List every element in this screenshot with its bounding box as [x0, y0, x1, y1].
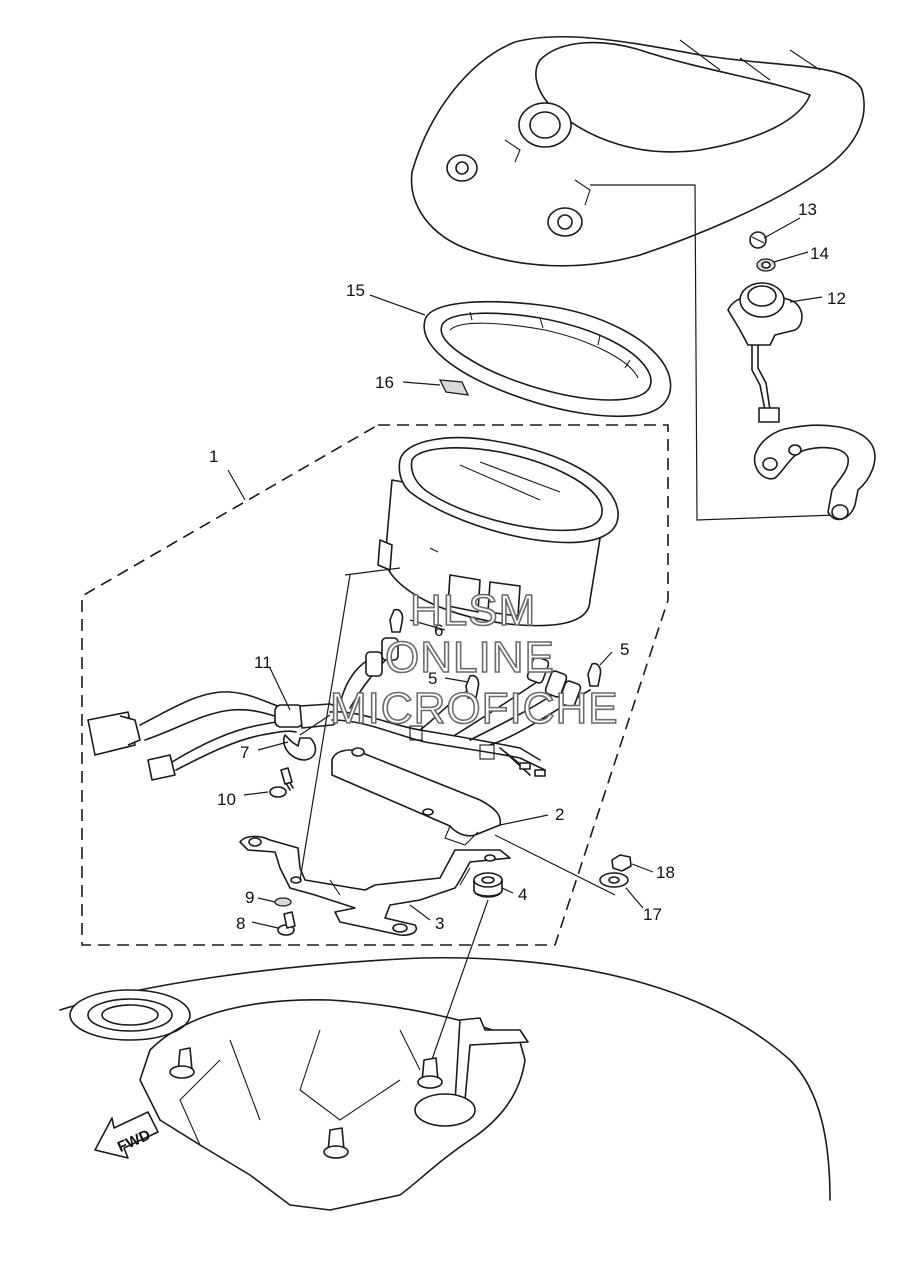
- callout-5b: 5: [620, 640, 629, 659]
- bracket-plate: [331, 747, 502, 846]
- watermark-line-3: MICROFICHE: [330, 684, 619, 733]
- grommet: [473, 872, 503, 898]
- callout-3: 3: [435, 914, 444, 933]
- leader-line-bracket: [299, 574, 351, 881]
- nut-and-washer: [599, 854, 632, 888]
- headlight-cover: [410, 35, 865, 267]
- callout-11: 11: [254, 653, 272, 672]
- clamp-and-screws: [269, 734, 317, 936]
- callout-1: 1: [209, 447, 218, 466]
- fuel-tank: [59, 956, 831, 1211]
- callout-4: 4: [518, 885, 527, 904]
- callout-leaders: [227, 217, 823, 929]
- watermark-line-2: ONLINE: [385, 633, 555, 682]
- leader-line-meter: [344, 567, 401, 576]
- routing-line-switch: [590, 184, 837, 521]
- callout-8: 8: [236, 914, 245, 933]
- wiring-harness: [87, 608, 602, 781]
- meter-ring: [423, 300, 672, 418]
- watermark-line-1: HLSM: [410, 586, 536, 635]
- meter-body: [377, 436, 619, 627]
- leader-line-clamp: [299, 714, 331, 736]
- callout-12: 12: [827, 289, 846, 308]
- callout-13: 13: [798, 200, 817, 219]
- watermark: HLSM ONLINE MICROFICHE: [329, 585, 619, 734]
- switch-assembly: [727, 231, 876, 521]
- fwd-arrow-icon: FWD: [94, 1111, 159, 1159]
- callout-7: 7: [240, 743, 249, 762]
- callout-9: 9: [245, 888, 254, 907]
- callout-15: 15: [346, 281, 365, 300]
- stay-bracket: [239, 835, 511, 936]
- callout-10: 10: [217, 790, 236, 809]
- callout-6: 6: [434, 621, 443, 640]
- leader-line-grommet: [429, 899, 489, 1066]
- callout-14: 14: [810, 244, 829, 263]
- callout-labels: 1 2 3 4 5 5 6 7 8 9 10 11 12 13 14 15 16…: [209, 200, 846, 933]
- callout-5a: 5: [428, 669, 437, 688]
- callout-17: 17: [643, 905, 662, 924]
- callout-16: 16: [375, 373, 394, 392]
- leader-line-washer: [494, 834, 616, 896]
- assembly-boundary: [81, 424, 669, 946]
- callout-2: 2: [555, 805, 564, 824]
- callout-18: 18: [656, 863, 675, 882]
